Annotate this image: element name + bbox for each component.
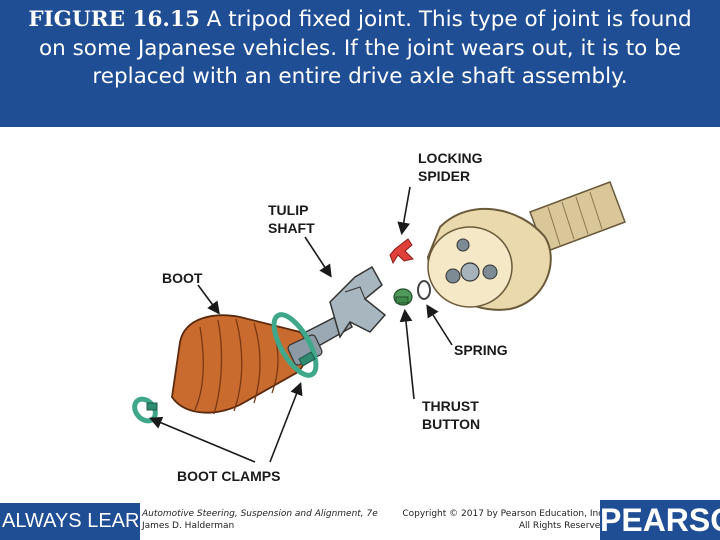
copyright-notice: Copyright © 2017 by Pearson Education, I… [398, 508, 606, 532]
thrust-button-part [394, 289, 412, 305]
pearson-logo: PEARSON [600, 500, 720, 540]
callout-locking-spider: LOCKING SPIDER [418, 149, 483, 185]
rights-text: All Rights Reserved [398, 520, 606, 532]
figure-caption-band: FIGURE 16.15 A tripod fixed joint. This … [0, 0, 720, 127]
callout-boot: BOOT [162, 269, 202, 287]
callout-tulip-shaft: TULIP SHAFT [268, 201, 315, 237]
tripod-joint-diagram: LOCKING SPIDER TULIP SHAFT BOOT SPRING T… [0, 127, 720, 497]
callout-thrust-button: THRUST BUTTON [422, 397, 480, 433]
callout-boot-clamps: BOOT CLAMPS [177, 467, 280, 485]
exploded-view-illustration [0, 127, 720, 497]
copyright-text: Copyright © 2017 by Pearson Education, I… [398, 508, 606, 520]
callout-spring: SPRING [454, 341, 508, 359]
joint-housing [428, 209, 551, 310]
book-author: James D. Halderman [142, 520, 378, 532]
figure-label: FIGURE 16.15 [28, 7, 200, 32]
spring-part [418, 281, 430, 299]
book-info: Automotive Steering, Suspension and Alig… [142, 508, 378, 532]
always-learning-banner: ALWAYS LEARNING [0, 503, 140, 540]
locking-spider-part [390, 239, 413, 263]
book-title: Automotive Steering, Suspension and Alig… [142, 508, 378, 520]
